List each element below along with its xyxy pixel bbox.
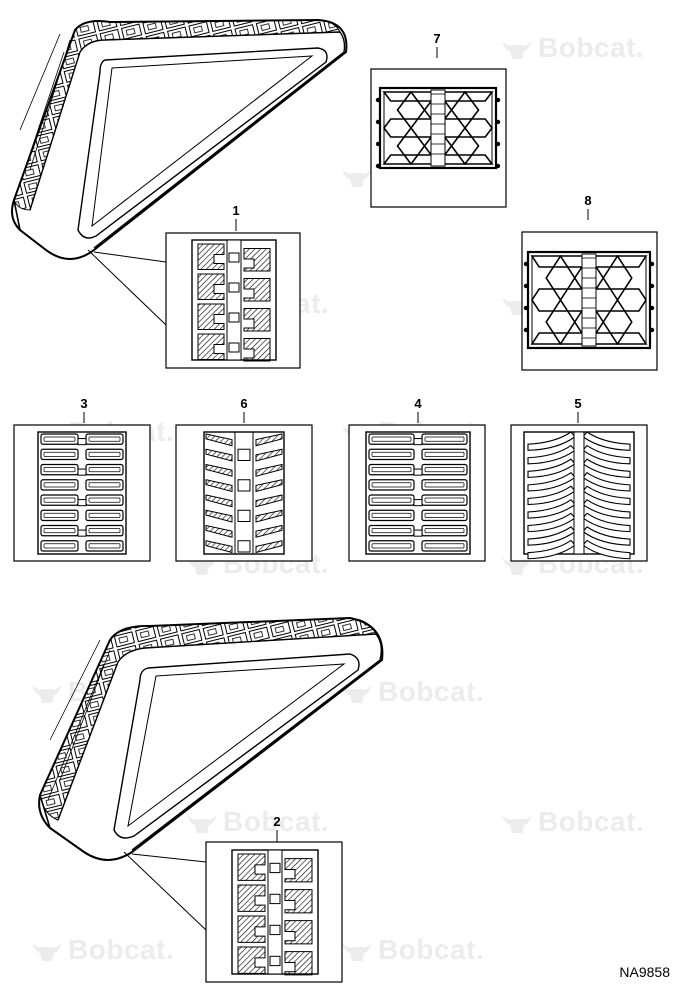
tread-panel-1 [165, 232, 301, 369]
callout-8: 8 [584, 193, 592, 208]
tread-panel-3 [13, 424, 151, 562]
callout-1: 1 [232, 203, 240, 218]
watermark-text: Bobcat. [538, 32, 645, 63]
bull-logo-icon [342, 942, 372, 961]
figure-code: NA9858 [619, 964, 670, 980]
bull-logo-icon [502, 40, 532, 59]
watermark-text: Bobcat. [223, 806, 330, 837]
tread-pattern-bar [365, 431, 471, 555]
watermark: Bobcat. [340, 934, 484, 966]
bull-logo-icon [342, 168, 372, 187]
watermark: Bobcat. [340, 676, 484, 708]
watermark: Bobcat. [185, 806, 329, 838]
watermark: Bobcat. [30, 934, 174, 966]
watermark-text: Bobcat. [378, 934, 485, 965]
tread-pattern-hex [523, 250, 655, 350]
tread-pattern-hex [375, 86, 501, 170]
bull-logo-icon [32, 942, 62, 961]
tread-pattern-block [231, 849, 319, 976]
tread-panel-5 [510, 424, 648, 562]
watermark-text: Bobcat. [378, 676, 485, 707]
tread-pattern-zigzag [203, 431, 285, 555]
rubber-track-upper [11, 18, 348, 326]
callout-4: 4 [414, 396, 422, 411]
callout-7: 7 [433, 31, 441, 46]
tread-panel-8 [521, 231, 658, 371]
leader-lines [83, 47, 589, 842]
callout-6: 6 [240, 396, 248, 411]
rubber-track-lower [38, 616, 384, 931]
tread-pattern-bar [37, 431, 127, 555]
tread-panel-7 [370, 68, 507, 208]
watermark-text: Bobcat. [538, 806, 645, 837]
tread-panel-4 [348, 424, 486, 562]
tread-panel-6 [175, 424, 313, 562]
bull-logo-icon [342, 684, 372, 703]
watermark: Bobcat. [500, 806, 644, 838]
callout-3: 3 [80, 396, 88, 411]
bull-logo-icon [502, 814, 532, 833]
tread-pattern-chevron [523, 431, 635, 560]
callout-5: 5 [574, 396, 582, 411]
bull-logo-icon [32, 684, 62, 703]
watermark-text: Bobcat. [68, 934, 175, 965]
bull-logo-icon [187, 814, 217, 833]
tread-panel-2 [205, 841, 343, 983]
watermark: Bobcat. [500, 32, 644, 64]
tread-pattern-block [191, 239, 277, 362]
callout-2: 2 [273, 814, 281, 829]
